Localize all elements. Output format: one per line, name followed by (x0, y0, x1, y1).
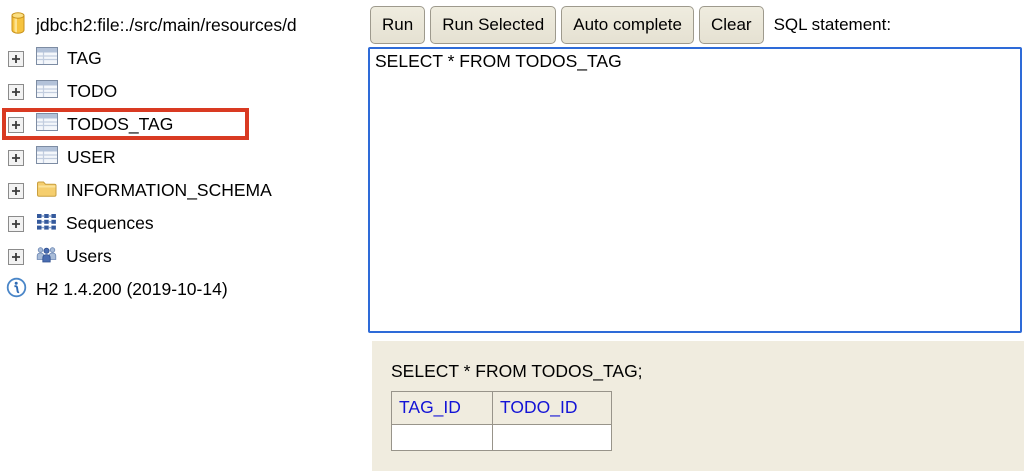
h2-version-label: H2 1.4.200 (2019-10-14) (36, 279, 228, 299)
info-icon (6, 277, 27, 303)
column-header-todo-id[interactable]: TODO_ID (492, 391, 612, 425)
expand-plus-icon[interactable] (8, 50, 24, 67)
result-header-row: TAG_ID TODO_ID (391, 391, 612, 425)
sql-statement-label: SQL statement: (773, 14, 892, 34)
tree-item-user[interactable]: USER (0, 141, 368, 174)
folder-icon (36, 180, 57, 202)
tree-item-users[interactable]: Users (0, 240, 368, 273)
executed-query-text: SELECT * FROM TODOS_TAG; (391, 361, 643, 381)
clear-button[interactable]: Clear (698, 5, 764, 44)
database-tree-sidebar: jdbc:h2:file:./src/main/resources/d TAG … (0, 0, 368, 430)
results-panel: SELECT * FROM TODOS_TAG; TAG_ID TODO_ID (372, 341, 1024, 471)
connection-item[interactable]: jdbc:h2:file:./src/main/resources/d (0, 9, 368, 42)
tree-item-label: TODO (67, 81, 118, 101)
tree-item-information-schema[interactable]: INFORMATION_SCHEMA (0, 174, 368, 207)
tree-item-label: TODOS_TAG (67, 114, 174, 134)
sequences-icon (36, 213, 57, 235)
h2-version-row: H2 1.4.200 (2019-10-14) (0, 273, 368, 306)
query-panel: Run Run Selected Auto complete Clear SQL… (368, 0, 1024, 471)
tree-item-tag[interactable]: TAG (0, 42, 368, 75)
expand-plus-icon[interactable] (8, 182, 24, 199)
run-button[interactable]: Run (370, 5, 426, 44)
result-table: TAG_ID TODO_ID (391, 391, 612, 451)
connection-label: jdbc:h2:file:./src/main/resources/d (36, 15, 297, 35)
table-cell (492, 424, 612, 451)
sql-editor-textarea[interactable]: SELECT * FROM TODOS_TAG (368, 47, 1022, 333)
table-icon (36, 80, 58, 103)
users-icon (36, 245, 57, 268)
table-icon (36, 113, 58, 136)
expand-plus-icon[interactable] (8, 116, 24, 133)
table-cell (391, 424, 493, 451)
expand-plus-icon[interactable] (8, 149, 24, 166)
tree-item-sequences[interactable]: Sequences (0, 207, 368, 240)
run-selected-button[interactable]: Run Selected (430, 5, 557, 44)
tree-item-label: INFORMATION_SCHEMA (66, 180, 272, 200)
tree-item-label: Sequences (66, 213, 154, 233)
tree-item-label: TAG (67, 48, 102, 68)
toolbar: Run Run Selected Auto complete Clear SQL… (368, 0, 1024, 47)
table-icon (36, 146, 58, 169)
tree-item-label: USER (67, 147, 116, 167)
column-header-tag-id[interactable]: TAG_ID (391, 391, 493, 425)
expand-plus-icon[interactable] (8, 215, 24, 232)
table-row (391, 424, 612, 451)
expand-plus-icon[interactable] (8, 83, 24, 100)
tree-item-label: Users (66, 246, 112, 266)
expand-plus-icon[interactable] (8, 248, 24, 265)
tree-item-todo[interactable]: TODO (0, 75, 368, 108)
table-icon (36, 47, 58, 70)
auto-complete-button[interactable]: Auto complete (561, 5, 694, 44)
database-icon (10, 12, 26, 39)
tree-item-todos-tag[interactable]: TODOS_TAG (0, 108, 368, 141)
